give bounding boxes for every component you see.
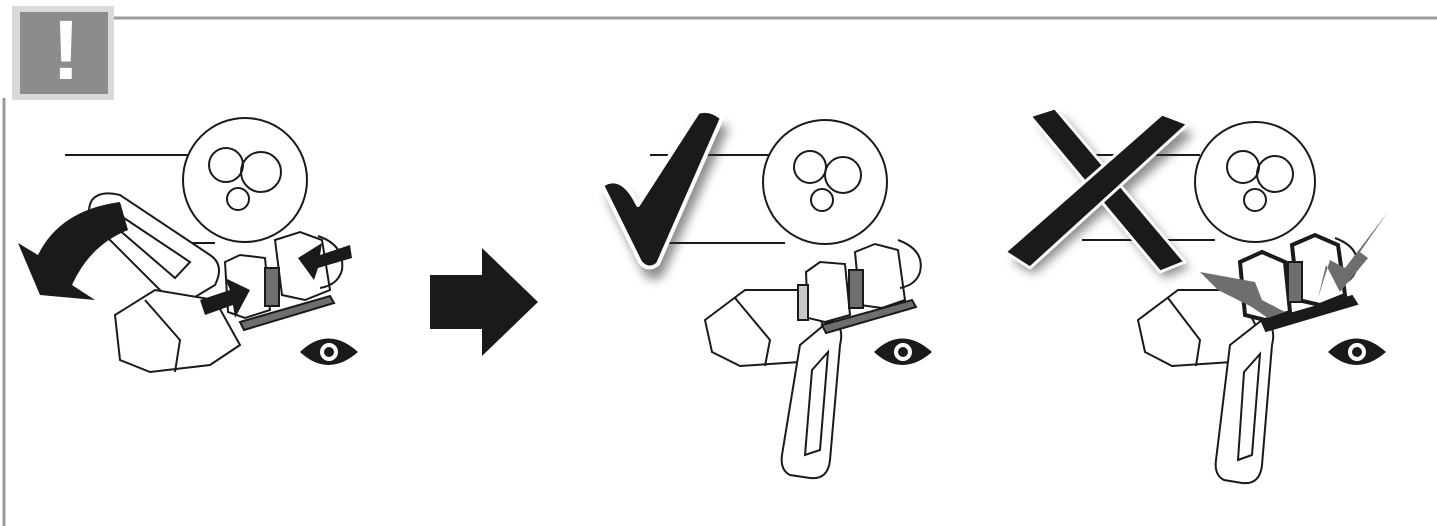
clip-base: [238, 294, 336, 332]
knob: [897, 239, 922, 289]
eye-icon: [300, 338, 358, 365]
hole: [226, 187, 250, 211]
gap-marker: [797, 284, 809, 321]
panel-step-press: [65, 117, 344, 374]
push-arrow-icon: [200, 278, 250, 318]
hole: [824, 156, 862, 194]
knob: [317, 235, 344, 289]
clip-base: [820, 298, 918, 335]
clip-bar: [264, 267, 280, 307]
clamp-body: [182, 117, 308, 243]
eye-icon: [1328, 338, 1386, 365]
check-icon: [600, 108, 729, 280]
zigzag-icon: [1200, 272, 1285, 318]
press-arrow-icon: [18, 202, 128, 300]
handle-edge: [1167, 297, 1202, 367]
eye-icon: [874, 338, 932, 365]
frame-border: [2, 16, 1437, 526]
hole: [1243, 188, 1267, 212]
push-arrow-icon: [298, 243, 352, 280]
clip-base: [1260, 294, 1359, 333]
zigzag-icon: [1318, 212, 1388, 298]
clip-left: [804, 260, 852, 324]
lever-slot: [1236, 351, 1262, 462]
hole: [1256, 155, 1294, 193]
warning-badge: [12, 6, 114, 100]
clamp-body: [1194, 121, 1316, 243]
hole: [810, 188, 834, 212]
panel-result-wrong: [1082, 121, 1359, 485]
clip-bar: [1287, 261, 1303, 303]
cross-icon: [1003, 106, 1194, 278]
panel-result-correct: [650, 119, 922, 480]
lever-slot: [803, 349, 830, 457]
hole: [240, 151, 282, 193]
clamp-body: [762, 119, 888, 245]
handle-edge: [734, 297, 772, 367]
clip-bar: [848, 269, 864, 309]
right-arrow-icon: [430, 248, 538, 356]
handle-edge: [144, 299, 182, 373]
exclamation-icon: !: [52, 3, 80, 97]
